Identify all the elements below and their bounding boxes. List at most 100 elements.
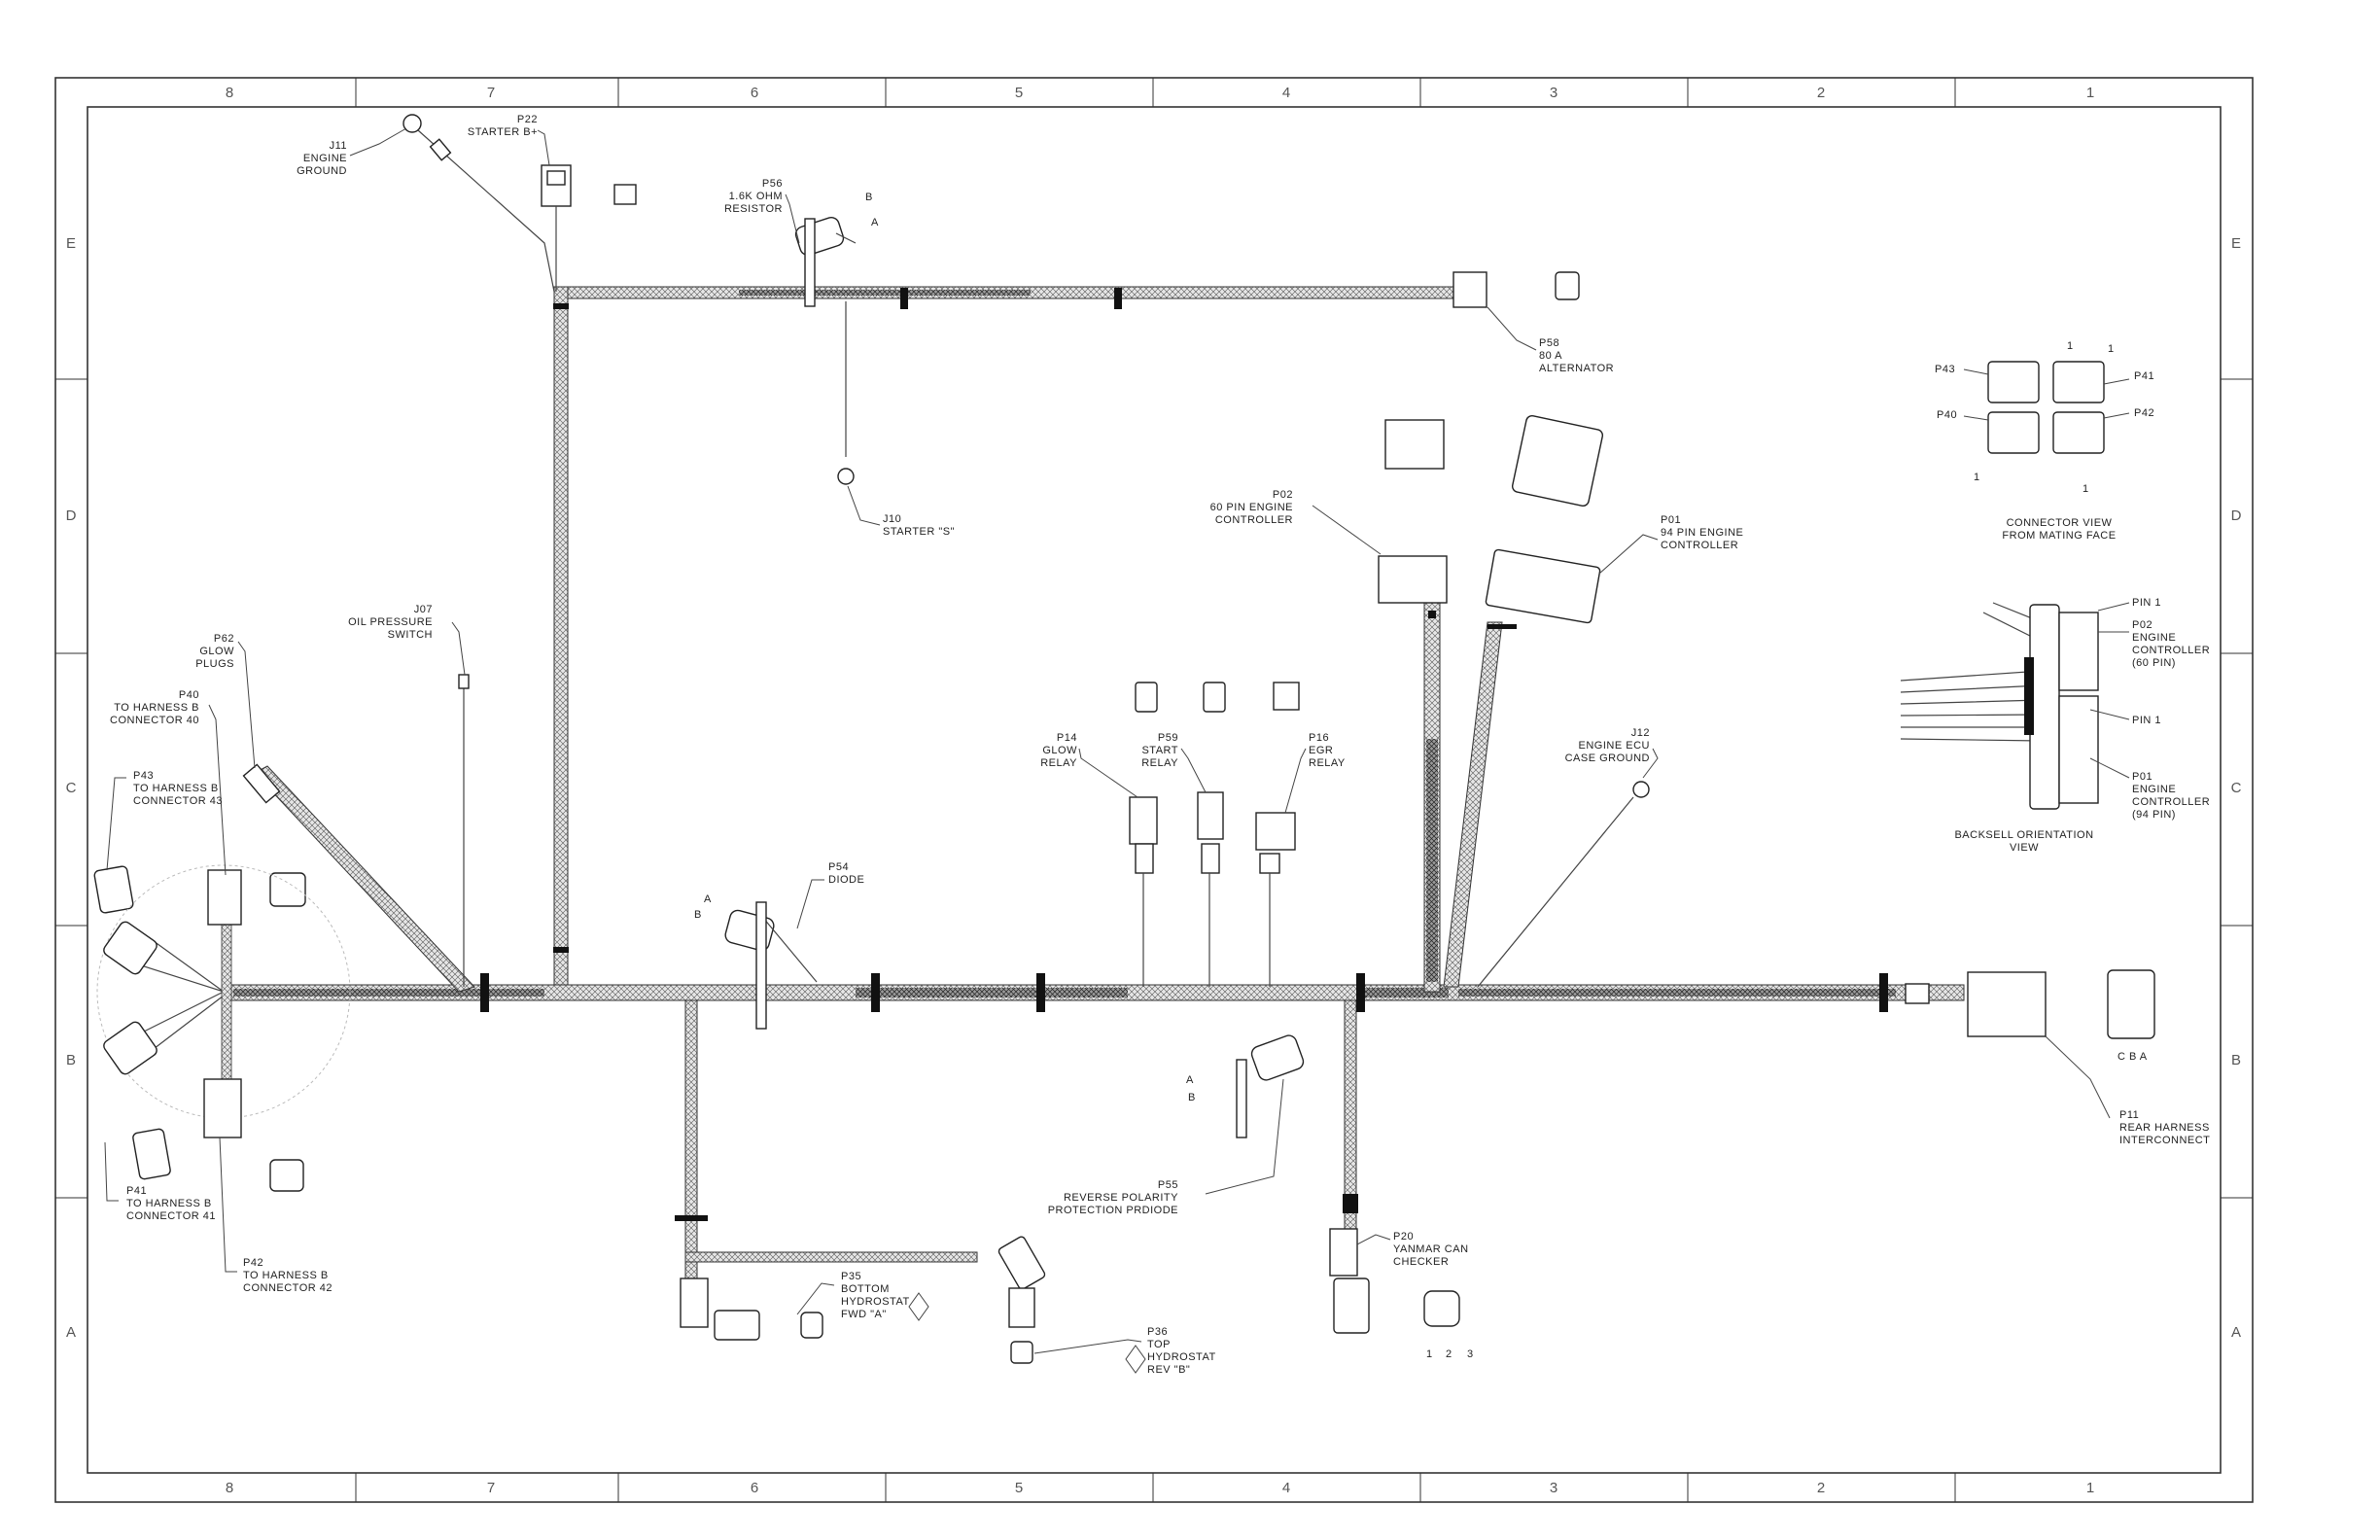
bs-p01-3: CONTROLLER bbox=[2132, 796, 2210, 808]
j07-connector bbox=[458, 674, 470, 689]
p11-pins: C B A bbox=[2118, 1051, 2148, 1063]
bs-p02-4: (60 PIN) bbox=[2132, 657, 2176, 669]
j07-label-2: OIL PRESSURE bbox=[348, 616, 433, 628]
p11-connector bbox=[1967, 971, 2047, 1037]
connectors bbox=[93, 114, 2155, 1364]
cv-pin1-c: 1 bbox=[1974, 472, 1980, 483]
p11-label-3: INTERCONNECT bbox=[2119, 1135, 2210, 1146]
p02-label-2: 60 PIN ENGINE bbox=[1210, 502, 1293, 513]
p58-connector bbox=[1452, 271, 1488, 308]
p20-pin-1: 1 bbox=[1426, 1348, 1433, 1360]
p59-relay bbox=[1197, 791, 1224, 840]
p56-label-3: RESISTOR bbox=[724, 203, 783, 215]
p62-label-1: P62 bbox=[214, 633, 234, 645]
p58-label-1: P58 bbox=[1539, 337, 1559, 349]
p20-label-2: YANMAR CAN bbox=[1393, 1243, 1469, 1255]
p55-label-2: REVERSE POLARITY bbox=[1064, 1192, 1178, 1204]
zone-row-a-left: A bbox=[66, 1324, 76, 1341]
zone-row-b-left: B bbox=[66, 1052, 76, 1068]
j12-label-2: ENGINE ECU bbox=[1579, 740, 1650, 752]
zone-col-5-top: 5 bbox=[1015, 85, 1023, 101]
zone-col-7-top: 7 bbox=[487, 85, 495, 101]
p01-connector bbox=[1485, 548, 1601, 624]
harness-trunks bbox=[106, 286, 1965, 1293]
p62-connector bbox=[242, 763, 281, 804]
p56-pin-a: A bbox=[871, 217, 879, 228]
p54-pin-b: B bbox=[694, 909, 702, 921]
zone-col-6-bottom: 6 bbox=[751, 1480, 758, 1496]
p36-label-3: HYDROSTAT bbox=[1147, 1351, 1216, 1363]
j11-ring-terminal bbox=[402, 114, 422, 133]
p54-diode bbox=[724, 909, 775, 952]
p41-label-3: CONNECTOR 41 bbox=[126, 1210, 216, 1222]
p59-label-3: RELAY bbox=[1141, 757, 1178, 769]
bs-pin1-mid: PIN 1 bbox=[2132, 715, 2161, 726]
zone-row-b-right: B bbox=[2231, 1052, 2241, 1068]
cv-pin1-d: 1 bbox=[2082, 483, 2089, 495]
p56-label-2: 1.6K OHM bbox=[729, 191, 783, 202]
j12-label-1: J12 bbox=[1631, 727, 1650, 739]
p41-label-1: P41 bbox=[126, 1185, 147, 1197]
callout-leaders bbox=[104, 127, 2111, 1354]
zone-row-d-right: D bbox=[2231, 508, 2242, 524]
p40-label-3: CONNECTOR 40 bbox=[110, 715, 199, 726]
j10-label-1: J10 bbox=[883, 513, 901, 525]
p16-relay bbox=[1255, 812, 1296, 851]
callout-labels: J11 ENGINE GROUND P22 STARTER B+ P56 1.6… bbox=[110, 114, 2210, 1376]
p22-label-2: STARTER B+ bbox=[468, 126, 538, 138]
zone-col-7-bottom: 7 bbox=[487, 1480, 495, 1496]
p01-label-3: CONTROLLER bbox=[1661, 540, 1738, 551]
p36-label-1: P36 bbox=[1147, 1326, 1168, 1338]
connector-view-detail: P43 P41 P40 P42 1 1 1 1 CONNECTOR VIEW F… bbox=[1935, 340, 2154, 542]
p35-label-2: BOTTOM bbox=[841, 1283, 890, 1295]
pin-letters: B A A B A B 1 2 3 C B A bbox=[694, 192, 2148, 1360]
bs-caption-2: VIEW bbox=[2010, 842, 2039, 854]
zone-col-1-top: 1 bbox=[2086, 85, 2094, 101]
p11-label-1: P11 bbox=[2119, 1109, 2139, 1121]
p43-label-2: TO HARNESS B bbox=[133, 783, 219, 794]
zone-col-8-top: 8 bbox=[226, 85, 233, 101]
zone-row-e-left: E bbox=[66, 235, 76, 252]
bs-p01-2: ENGINE bbox=[2132, 784, 2176, 795]
p35-connector bbox=[680, 1278, 709, 1328]
bs-pin1-top: PIN 1 bbox=[2132, 597, 2161, 609]
zone-col-8-bottom: 8 bbox=[226, 1480, 233, 1496]
p43-label-3: CONNECTOR 43 bbox=[133, 795, 223, 807]
p14-relay bbox=[1129, 796, 1158, 845]
bs-p02-1: P02 bbox=[2132, 619, 2152, 631]
bs-caption-1: BACKSELL ORIENTATION bbox=[1954, 829, 2093, 841]
zone-col-4-top: 4 bbox=[1282, 85, 1290, 101]
p55-label-3: PROTECTION PRDIODE bbox=[1048, 1205, 1178, 1216]
j07-label-3: SWITCH bbox=[388, 629, 433, 641]
p22-label-1: P22 bbox=[517, 114, 538, 125]
cv-caption-1: CONNECTOR VIEW bbox=[2007, 517, 2113, 529]
p55-label-1: P55 bbox=[1158, 1179, 1178, 1191]
zone-col-5-bottom: 5 bbox=[1015, 1480, 1023, 1496]
bs-p01-1: P01 bbox=[2132, 771, 2152, 783]
zone-col-1-bottom: 1 bbox=[2086, 1480, 2094, 1496]
p54-pin-a: A bbox=[704, 893, 712, 905]
p42-label-3: CONNECTOR 42 bbox=[243, 1282, 332, 1294]
bs-p02-2: ENGINE bbox=[2132, 632, 2176, 644]
p02-face-view bbox=[1384, 419, 1445, 470]
cv-caption-2: FROM MATING FACE bbox=[2002, 530, 2116, 542]
cv-pin1-a: 1 bbox=[2067, 340, 2074, 352]
j12-ring-terminal bbox=[1632, 781, 1650, 798]
p56-label-1: P56 bbox=[762, 178, 783, 190]
j11-label-2: ENGINE bbox=[303, 153, 347, 164]
p35-label-1: P35 bbox=[841, 1271, 861, 1282]
p62-label-3: PLUGS bbox=[195, 658, 234, 670]
zone-row-c-right: C bbox=[2231, 780, 2242, 796]
p40-label-1: P40 bbox=[179, 689, 199, 701]
p02-label-3: CONTROLLER bbox=[1215, 514, 1293, 526]
p59-label-1: P59 bbox=[1158, 732, 1178, 744]
j11-label-3: GROUND bbox=[297, 165, 347, 177]
p42-label-2: TO HARNESS B bbox=[243, 1270, 329, 1281]
p41-label-2: TO HARNESS B bbox=[126, 1198, 212, 1209]
zone-row-e-right: E bbox=[2231, 235, 2241, 252]
zone-row-c-left: C bbox=[66, 780, 77, 796]
p20-connector bbox=[1329, 1228, 1358, 1277]
p11-label-2: REAR HARNESS bbox=[2119, 1122, 2210, 1134]
j07-label-1: J07 bbox=[414, 604, 433, 615]
p36-diamond bbox=[1125, 1345, 1146, 1374]
